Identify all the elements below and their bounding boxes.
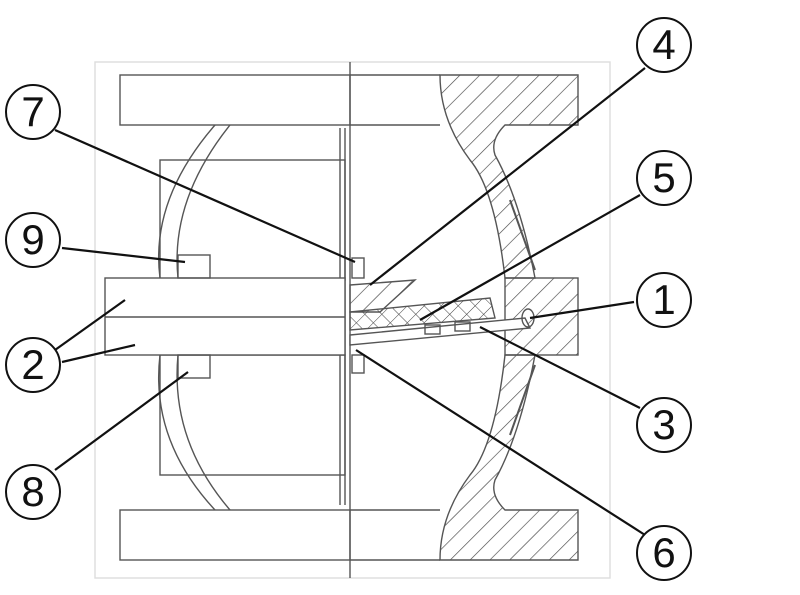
callout-8: 8 xyxy=(5,464,61,520)
callout-5: 5 xyxy=(636,150,692,206)
leader-3 xyxy=(479,326,641,409)
callout-3: 3 xyxy=(636,397,692,453)
frame xyxy=(94,61,611,579)
bottom-right-flange xyxy=(439,354,579,561)
leader-4 xyxy=(369,67,646,286)
callout-2: 2 xyxy=(5,337,61,393)
leader-9 xyxy=(61,246,186,264)
seal xyxy=(349,297,496,331)
top-left-flange xyxy=(119,74,351,126)
bottom-left-flange xyxy=(119,509,351,561)
callout-9: 9 xyxy=(5,212,61,268)
callout-1: 1 xyxy=(636,272,692,328)
bolt-bottom xyxy=(177,354,211,379)
leader-6 xyxy=(355,349,646,536)
leader-2b xyxy=(61,343,136,364)
callout-7: 7 xyxy=(5,84,61,140)
leader-8 xyxy=(54,371,189,471)
callout-4: 4 xyxy=(636,17,692,73)
callout-6: 6 xyxy=(636,525,692,581)
bolt-top xyxy=(177,254,211,279)
leader-2a xyxy=(54,299,126,351)
leader-lines xyxy=(54,67,646,536)
leader-1 xyxy=(529,300,635,320)
leader-7 xyxy=(54,128,356,264)
leader-5 xyxy=(419,194,641,321)
